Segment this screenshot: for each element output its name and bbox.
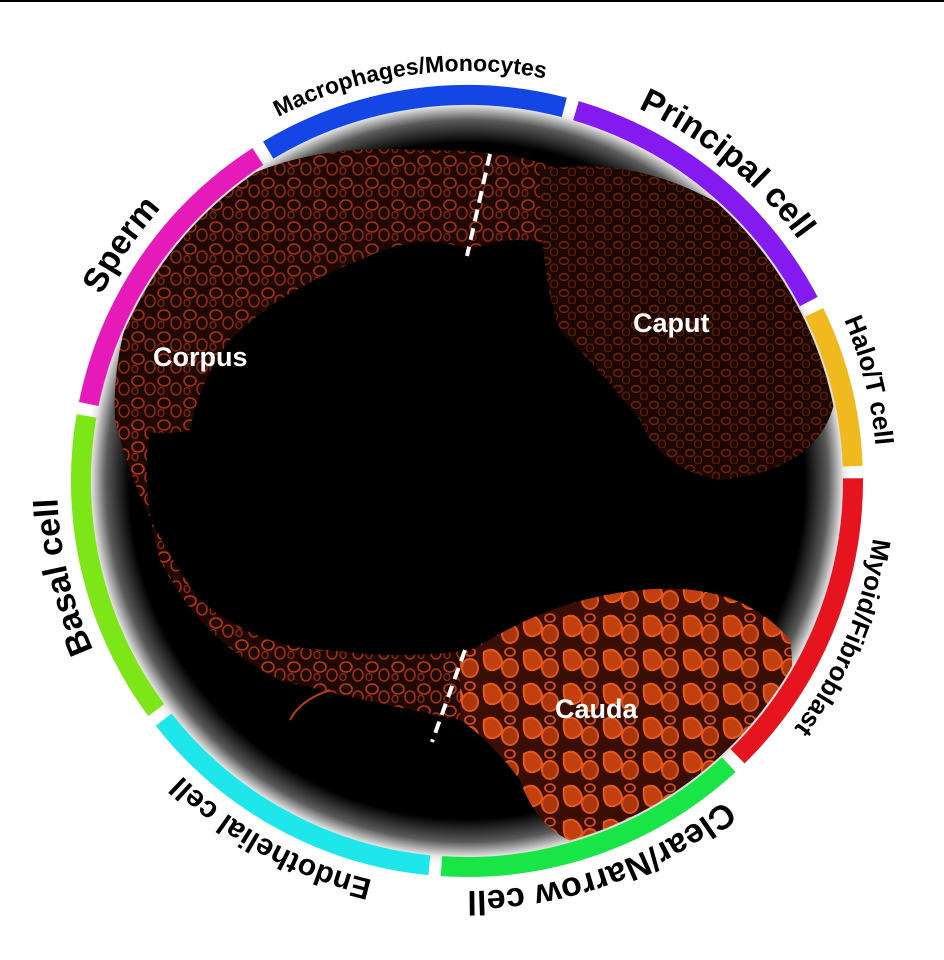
region-label-cauda: Cauda — [555, 694, 639, 724]
region-label-caput: Caput — [633, 308, 710, 338]
ring-segment-macrophages — [263, 85, 567, 159]
region-divider-1 — [430, 649, 467, 743]
top-border — [0, 0, 944, 2]
ring-segment-halo-t — [805, 308, 863, 467]
ring-segment-principal — [573, 101, 818, 307]
ring-segment-basal — [71, 414, 165, 716]
region-divider-0 — [465, 153, 492, 257]
ring-segment-sperm — [78, 148, 264, 407]
ring-segment-clear-narrow — [440, 757, 736, 877]
region-dividers — [430, 153, 492, 743]
ring-segment-endothelial — [155, 713, 431, 876]
ring-segment-myoid — [730, 478, 863, 764]
cell-type-ring — [71, 85, 863, 877]
region-label-corpus: Corpus — [153, 342, 248, 372]
